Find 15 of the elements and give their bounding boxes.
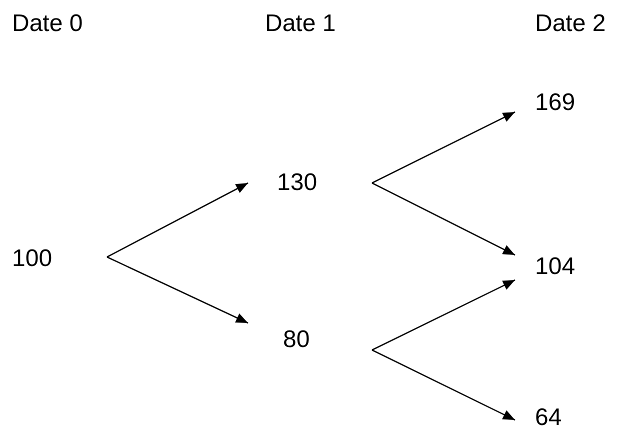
arrow [106, 256, 248, 324]
value-label: 80 [283, 326, 310, 354]
date-label: Date 2 [535, 10, 606, 38]
arrow [372, 182, 516, 256]
arrow [372, 349, 516, 421]
arrow [372, 279, 516, 351]
date-label: Date 0 [12, 10, 83, 38]
value-label: 104 [535, 253, 576, 281]
arrow [106, 182, 248, 258]
value-label: 64 [535, 404, 562, 432]
date-label: Date 1 [265, 10, 336, 38]
value-label: 100 [12, 245, 52, 273]
value-label: 169 [535, 89, 576, 117]
value-label: 130 [277, 169, 318, 197]
arrow [372, 111, 516, 184]
